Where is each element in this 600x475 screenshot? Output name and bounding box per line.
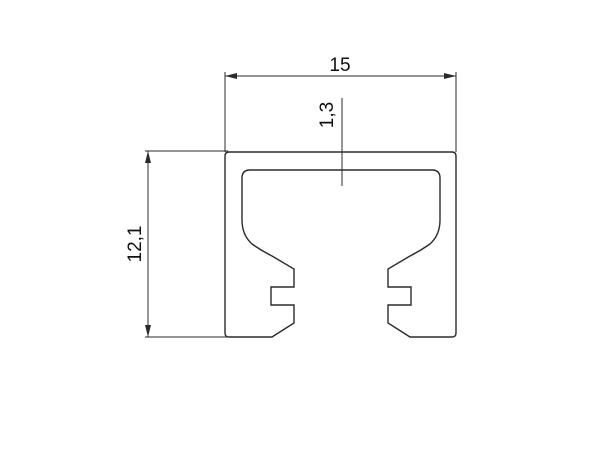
wall-label: 1,3	[317, 102, 338, 128]
wall-thickness-dimension: 1,3	[317, 98, 343, 186]
height-dimension: 12,1	[125, 150, 228, 338]
width-dimension: 15	[224, 55, 457, 152]
width-arrow-left	[225, 73, 237, 79]
height-arrow-bottom	[145, 325, 151, 337]
height-label: 12,1	[125, 226, 146, 263]
profile-outer-contour	[224, 151, 457, 338]
width-arrow-right	[444, 73, 456, 79]
width-label: 15	[329, 55, 350, 76]
profile-outline	[224, 151, 457, 338]
height-arrow-top	[145, 151, 151, 163]
